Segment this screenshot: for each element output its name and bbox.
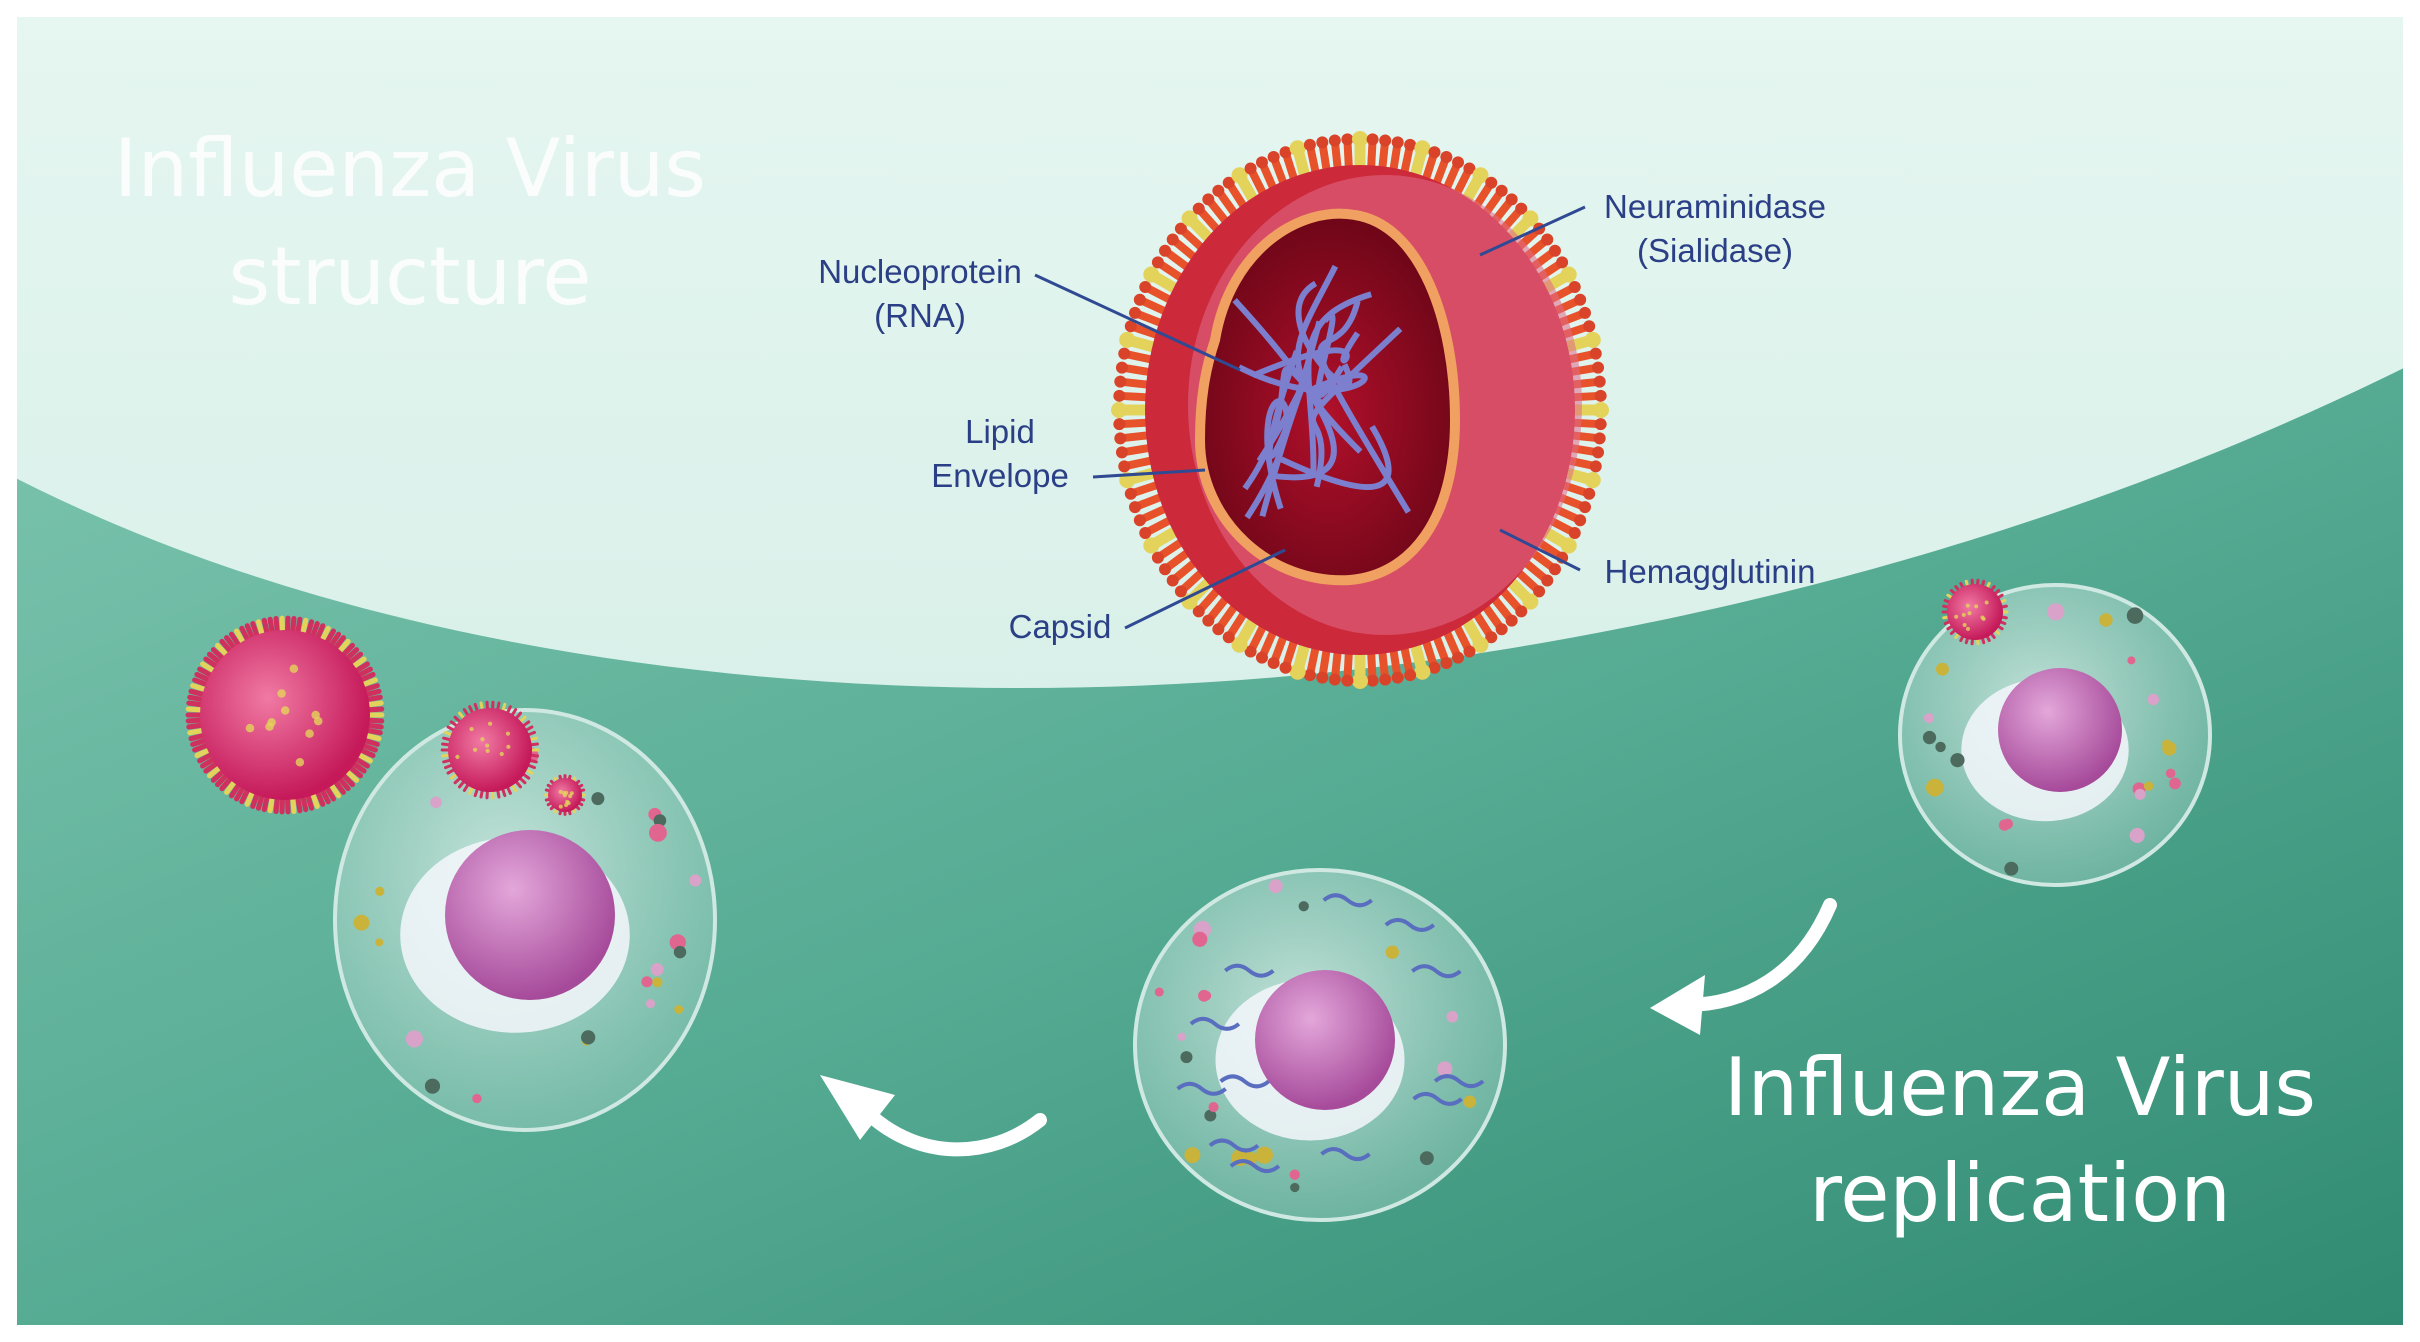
title-replication-line-1: Influenza Virus — [1640, 1035, 2400, 1141]
title-structure-line-1: Influenza Virus — [40, 115, 780, 223]
title-replication-line-2: replication — [1640, 1141, 2400, 1247]
label-hemagglutinin-text: Hemagglutinin — [1575, 550, 1845, 594]
label-lipid-envelope-line-2: Envelope — [900, 454, 1100, 498]
cell-nucleus — [1998, 668, 2122, 792]
label-hemagglutinin: Hemagglutinin — [1575, 550, 1845, 594]
virus-budding — [442, 702, 538, 798]
label-lipid-envelope-line-1: Lipid — [900, 410, 1100, 454]
label-nucleoprotein-line-1: Nucleoprotein — [770, 250, 1070, 294]
virus-attaching — [1943, 580, 2007, 644]
label-capsid: Capsid — [980, 605, 1140, 649]
virus-particles — [188, 618, 382, 812]
title-virus-replication: Influenza Virus replication — [1640, 1035, 2400, 1247]
title-structure-line-2: structure — [40, 223, 780, 331]
label-neuraminidase-line-2: (Sialidase) — [1575, 229, 1855, 273]
label-capsid-text: Capsid — [980, 605, 1140, 649]
cell-nucleus — [1255, 970, 1395, 1110]
cell-nucleus — [445, 830, 615, 1000]
title-virus-structure: Influenza Virus structure — [40, 115, 780, 331]
label-neuraminidase-line-1: Neuraminidase — [1575, 185, 1855, 229]
host-cell-entry — [1900, 580, 2210, 885]
label-nucleoprotein: Nucleoprotein (RNA) — [770, 250, 1070, 338]
virus-particle-released — [188, 618, 382, 812]
virus-budding-small — [546, 776, 585, 815]
host-cell-replicating — [1135, 870, 1505, 1220]
label-lipid-envelope: Lipid Envelope — [900, 410, 1100, 498]
label-neuraminidase: Neuraminidase (Sialidase) — [1575, 185, 1855, 273]
influenza-virion-cross-section — [1111, 131, 1609, 689]
label-nucleoprotein-line-2: (RNA) — [770, 294, 1070, 338]
